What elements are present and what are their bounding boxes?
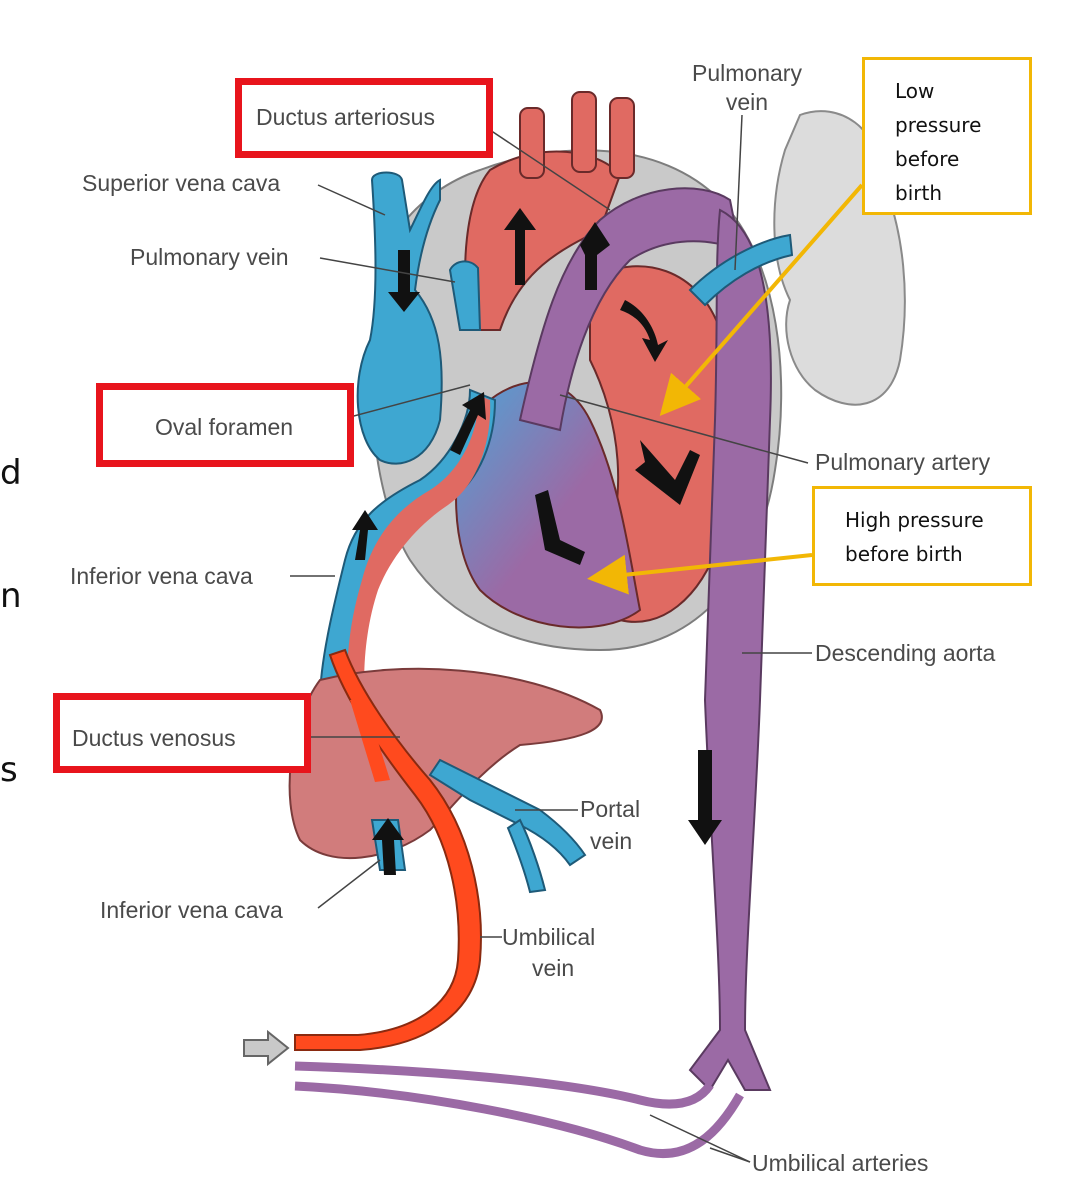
ductus-venosus-label: Ductus venosus [72, 725, 236, 751]
umbilical-artery-1 [294, 1061, 714, 1109]
high-pressure-line-1: High pressure [845, 508, 984, 532]
pulmonary-vein-left-vessel [448, 260, 482, 331]
leader-pulmonary-vein-left [319, 257, 456, 283]
flow-arrow-la-icon [504, 208, 536, 285]
leader-svc [317, 184, 386, 216]
leader-pulmonary-artery [559, 394, 809, 464]
flow-arrow-foramen-icon [450, 392, 486, 455]
high-pressure-arrow [587, 553, 813, 595]
low-pressure-line-3: before [895, 147, 960, 171]
low-pressure-callout: Low pressure before birth [862, 57, 1032, 215]
inferior-vena-cava-lower-label: Inferior vena cava [100, 897, 283, 923]
flow-arrows [352, 208, 722, 875]
flow-arrow-lv2-icon [635, 440, 700, 505]
flow-arrow-ivc-lower-icon [372, 818, 404, 875]
low-pressure-line-1: Low [895, 79, 935, 103]
flow-arrow-rv-icon [535, 490, 585, 565]
high-pressure-callout: High pressure before birth [812, 486, 1032, 586]
portal-vein-label-1: Portal [580, 796, 641, 822]
arch-vessel-1 [519, 107, 545, 179]
inferior-vena-cava-upper-label: Inferior vena cava [70, 563, 253, 589]
pulmonary-trunk [518, 187, 742, 432]
pulmonary-vein-top-label-1: Pulmonary [692, 60, 802, 86]
inflow-arrow-icon [243, 1029, 290, 1067]
arch-vessel-2 [571, 91, 597, 173]
superior-vena-cava-vessel [356, 171, 443, 465]
umbilical-arteries-label: Umbilical arteries [752, 1150, 929, 1176]
leader-umbilical-arteries-1 [649, 1114, 751, 1163]
edge-fragment-2: n [0, 576, 22, 616]
leader-umbilical-arteries-2 [709, 1147, 751, 1163]
leader-ductus-arteriosus [474, 119, 611, 211]
pulmonary-vein-top-label-2: vein [725, 89, 769, 115]
umbilical-vein-label-1: Umbilical [502, 924, 596, 950]
low-pressure-line-4: birth [895, 181, 942, 205]
pulmonary-artery-label: Pulmonary artery [815, 449, 991, 475]
portal-vein-branch [506, 818, 547, 894]
descending-aorta-vessel [688, 208, 772, 1092]
descending-aorta-label: Descending aorta [815, 640, 996, 666]
flow-arrow-trunk-icon [580, 222, 610, 290]
flow-arrow-aorta-icon [688, 750, 722, 845]
umbilical-artery-2 [294, 1081, 744, 1159]
edge-fragment-1: d [0, 453, 22, 493]
ductus-arteriosus-label: Ductus arteriosus [256, 104, 435, 130]
oval-foramen-box: Oval foramen [96, 383, 354, 467]
low-pressure-arrow [659, 183, 864, 417]
caval-oxygenated-stream [347, 395, 491, 700]
pulmonary-vein-left-label: Pulmonary vein [130, 244, 289, 270]
leader-pulmonary-vein-top [734, 114, 743, 271]
leader-ivc-lower [317, 859, 381, 909]
ductus-arteriosus-box: Ductus arteriosus [235, 78, 493, 158]
ductus-venosus-box: Ductus venosus [53, 693, 311, 773]
leader-lines [270, 114, 812, 1163]
pulmonary-vein-vessel [688, 233, 794, 307]
flow-arrow-lv-icon [620, 300, 668, 362]
oval-foramen-label: Oval foramen [155, 414, 294, 440]
flow-arrow-svc-icon [388, 250, 420, 312]
arch-vessel-3 [609, 97, 635, 179]
ductus-venosus-vessel [350, 700, 390, 782]
high-pressure-line-2: before birth [845, 542, 963, 566]
superior-vena-cava-label: Superior vena cava [82, 170, 281, 196]
low-pressure-line-2: pressure [895, 113, 982, 137]
umbilical-vein-vessel [294, 648, 482, 1051]
edge-fragment-3: s [0, 750, 18, 790]
portal-vein-label-2: vein [590, 828, 633, 854]
flow-arrow-ivc-icon [352, 510, 378, 560]
umbilical-vein-label-2: vein [532, 955, 575, 981]
